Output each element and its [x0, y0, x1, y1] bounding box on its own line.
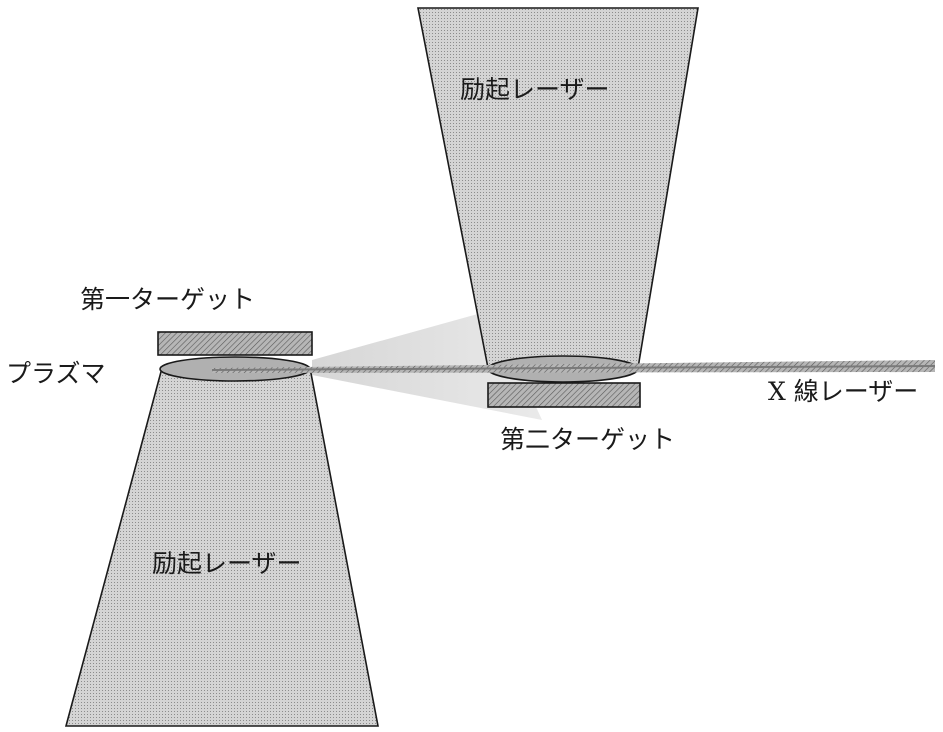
second-target-label: 第二ターゲット	[500, 425, 675, 454]
top-excitation-laser	[417, 7, 699, 369]
second-target-plate	[487, 382, 641, 408]
plasma-label: プラズマ	[6, 359, 106, 388]
first-target-plate	[157, 331, 313, 356]
bottom-excitation-laser	[64, 367, 379, 727]
xray-laser-label: X 線レーザー	[768, 377, 918, 406]
first-target-label: 第一ターゲット	[80, 285, 255, 314]
top-laser-label: 励起レーザー	[460, 75, 610, 104]
xray-beam-core	[211, 365, 936, 371]
bottom-laser-label: 励起レーザー	[152, 549, 302, 578]
